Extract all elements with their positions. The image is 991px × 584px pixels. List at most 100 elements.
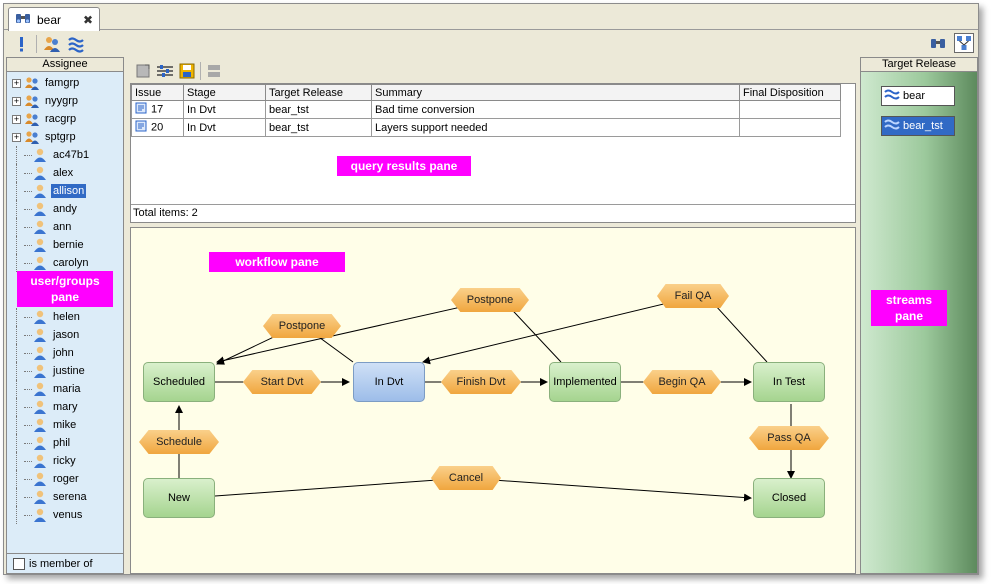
tree-user-row[interactable]: allison xyxy=(7,182,123,200)
transition-cancel[interactable]: Cancel xyxy=(431,466,501,490)
column-header-target-release[interactable]: Target Release xyxy=(265,84,372,101)
tree-line xyxy=(24,334,32,336)
user-icon xyxy=(32,507,48,523)
transition-postpone-2[interactable]: Postpone xyxy=(451,288,529,312)
stream-bear-tst[interactable]: bear_tst xyxy=(881,116,955,136)
tree-user-row[interactable]: ann xyxy=(7,218,123,236)
workflow-icon[interactable] xyxy=(954,33,974,53)
expand-icon[interactable]: + xyxy=(12,113,21,124)
is-member-of-checkbox[interactable] xyxy=(13,557,25,570)
group-icon xyxy=(24,129,40,145)
table-row[interactable]: 17 In Dvt bear_tst Bad time conversion xyxy=(131,100,841,119)
tree-user-row[interactable]: serena xyxy=(7,488,123,506)
tree-user-row[interactable]: ricky xyxy=(7,452,123,470)
state-new[interactable]: New xyxy=(143,478,215,518)
tree-line xyxy=(24,406,32,408)
transition-begin-qa[interactable]: Begin QA xyxy=(643,370,721,394)
state-in-test[interactable]: In Test xyxy=(753,362,825,402)
transition-postpone-1[interactable]: Postpone xyxy=(263,314,341,338)
transition-fail-qa[interactable]: Fail QA xyxy=(657,284,729,308)
tree-label: carolyn xyxy=(53,257,89,269)
tree-line xyxy=(24,208,32,210)
tree-line xyxy=(24,190,32,192)
streams-icon[interactable] xyxy=(67,35,85,53)
tree-user-row[interactable]: jason xyxy=(7,326,123,344)
expand-icon[interactable]: + xyxy=(12,131,21,142)
transition-start-dvt[interactable]: Start Dvt xyxy=(243,370,321,394)
tree-label: mike xyxy=(53,419,77,431)
layout-icon[interactable] xyxy=(205,62,223,80)
tree-group-row[interactable]: + racgrp xyxy=(7,110,123,128)
binoculars-icon[interactable] xyxy=(928,33,948,53)
tree-user-row[interactable]: phil xyxy=(7,434,123,452)
state-scheduled[interactable]: Scheduled xyxy=(143,362,215,402)
stream-bear[interactable]: bear xyxy=(881,86,955,106)
user-icon xyxy=(32,183,48,199)
column-header-summary[interactable]: Summary xyxy=(371,84,740,101)
tree-label: jason xyxy=(53,329,80,341)
assignee-header: Assignee xyxy=(7,58,123,72)
target-cell: bear_tst xyxy=(265,100,372,119)
tree-user-row[interactable]: alex xyxy=(7,164,123,182)
workflow-pane: workflow pane Scheduled In Dvt Implement… xyxy=(130,227,856,574)
tree-line xyxy=(24,370,32,372)
alert-icon[interactable] xyxy=(12,35,30,53)
tree-user-row[interactable]: andy xyxy=(7,200,123,218)
transition-pass-qa[interactable]: Pass QA xyxy=(749,426,829,450)
tree-line xyxy=(16,452,21,470)
tree-group-row[interactable]: + sptgrp xyxy=(7,128,123,146)
tree-user-row[interactable]: mary xyxy=(7,398,123,416)
transition-schedule[interactable]: Schedule xyxy=(139,430,219,454)
tree-user-row[interactable]: justine xyxy=(7,362,123,380)
tree-user-row[interactable]: carolyn xyxy=(7,254,123,272)
group-icon xyxy=(24,111,40,127)
tree-label: ac47b1 xyxy=(53,149,90,161)
tree-user-row[interactable]: mike xyxy=(7,416,123,434)
column-header-issue[interactable]: Issue xyxy=(131,84,184,101)
tree-user-row[interactable]: venus xyxy=(7,506,123,524)
tree-user-row[interactable]: ac47b1 xyxy=(7,146,123,164)
tree-user-row[interactable]: maria xyxy=(7,380,123,398)
tree-user-row[interactable]: bernie xyxy=(7,236,123,254)
app-window: bear ✖ Assignee + xyxy=(3,3,979,575)
tree-user-row[interactable]: john xyxy=(7,344,123,362)
new-query-icon[interactable] xyxy=(134,62,152,80)
table-header-row: Issue Stage Target Release Summary Final… xyxy=(131,84,841,101)
tree-line xyxy=(16,326,21,344)
tree-line xyxy=(24,154,32,156)
expand-icon[interactable]: + xyxy=(12,77,21,88)
toolbar-separator xyxy=(36,35,37,53)
stage-cell: In Dvt xyxy=(183,100,266,119)
stream-icon xyxy=(884,88,900,105)
state-in-dvt[interactable]: In Dvt xyxy=(353,362,425,402)
close-icon[interactable]: ✖ xyxy=(82,12,93,27)
table-row[interactable]: 20 In Dvt bear_tst Layers support needed xyxy=(131,118,841,137)
tree-line xyxy=(16,362,21,380)
tree-line xyxy=(16,182,21,200)
expand-icon[interactable]: + xyxy=(12,95,21,106)
save-icon[interactable] xyxy=(178,62,196,80)
user-icon xyxy=(32,309,48,325)
tab-bear[interactable]: bear ✖ xyxy=(8,7,100,31)
tree-line xyxy=(16,344,21,362)
tree-group-row[interactable]: + nyygrp xyxy=(7,92,123,110)
tree-user-row[interactable]: helen xyxy=(7,308,123,326)
user-icon xyxy=(32,219,48,235)
column-header-stage[interactable]: Stage xyxy=(183,84,266,101)
tree-line xyxy=(24,442,32,444)
is-member-of-label: is member of xyxy=(29,557,93,570)
tree-line xyxy=(24,478,32,480)
tree-user-row[interactable]: roger xyxy=(7,470,123,488)
state-closed[interactable]: Closed xyxy=(753,478,825,518)
tree-line xyxy=(16,380,21,398)
disposition-cell xyxy=(739,100,841,119)
users-icon[interactable] xyxy=(43,35,61,53)
query-settings-icon[interactable] xyxy=(156,62,174,80)
state-implemented[interactable]: Implemented xyxy=(549,362,621,402)
transition-finish-dvt[interactable]: Finish Dvt xyxy=(441,370,521,394)
column-header-final-disposition[interactable]: Final Disposition xyxy=(739,84,841,101)
stream-label: bear xyxy=(903,90,926,102)
tree-group-row[interactable]: + famgrp xyxy=(7,74,123,92)
tree-line xyxy=(24,514,32,516)
